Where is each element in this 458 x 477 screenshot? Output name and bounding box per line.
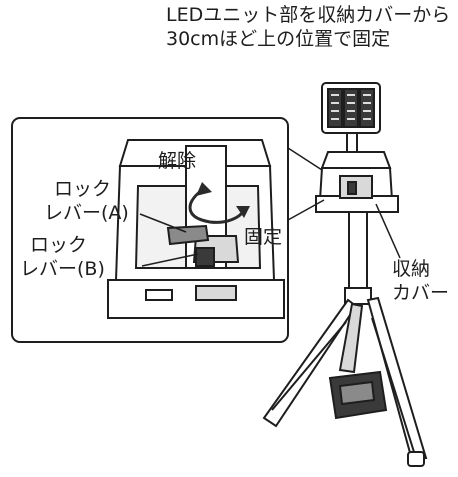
lever-a-label-line-1: ロック xyxy=(54,178,112,200)
leader-line-lever-b xyxy=(141,253,199,267)
inset-callout-line-bottom xyxy=(287,199,325,221)
cover-label-line-1: 収納 xyxy=(392,258,431,280)
release-label: 解除 xyxy=(158,150,197,172)
leader-line-lever-a xyxy=(139,213,187,233)
tripod-legs xyxy=(262,296,428,467)
lever-b-label-line-1: ロック xyxy=(30,234,88,256)
main-pole xyxy=(348,211,368,293)
battery-pack xyxy=(328,370,388,420)
caption-line-1: LEDユニット部を収納カバーから xyxy=(166,4,451,26)
storage-cover xyxy=(315,151,399,213)
led-unit xyxy=(321,82,381,134)
lever-b-label-line-2: レバー(B) xyxy=(20,258,105,280)
leader-line-cover xyxy=(375,203,401,259)
cover-label-line-2: カバー xyxy=(392,282,450,304)
inset-callout-line-top xyxy=(287,147,323,171)
pole-collar xyxy=(344,287,372,305)
caption-line-2: 30cmほど上の位置で固定 xyxy=(166,28,391,50)
fix-label: 固定 xyxy=(244,226,283,248)
lever-a-label-line-2: レバー(A) xyxy=(44,202,129,224)
rotation-arrow xyxy=(188,182,250,224)
inset-cover-detail xyxy=(107,139,285,319)
